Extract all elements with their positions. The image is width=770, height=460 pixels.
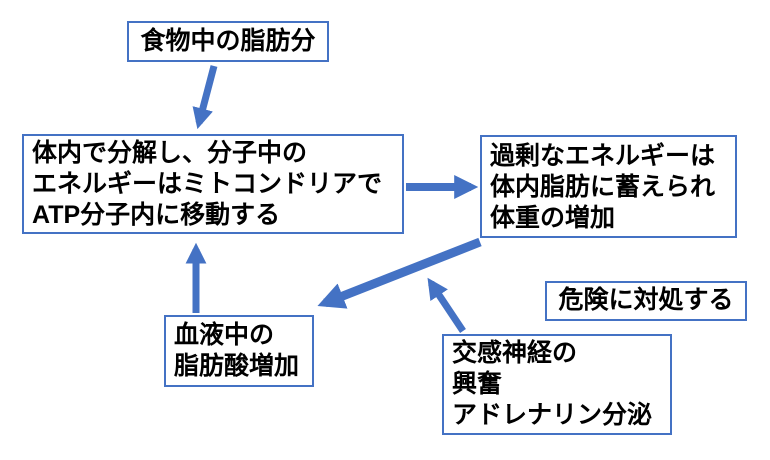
text-line: アドレナリン分泌: [452, 401, 653, 429]
text-line: ATP分子内に移動する: [32, 201, 281, 229]
node-breakdown-atp: 体内で分解し、分子中の エネルギーはミトコンドリアで ATP分子内に移動する: [22, 134, 404, 234]
node-sympathetic-nerve: 交感神経の 興奮 アドレナリン分泌: [442, 334, 672, 435]
text-line: 過剰なエネルギーは: [490, 142, 716, 170]
text-line: エネルギーはミトコンドリアで: [32, 170, 383, 198]
node-danger-response: 危険に対処する: [545, 281, 747, 321]
text-line: 興奮: [452, 370, 503, 398]
text-line: 体内脂肪に蓄えられ: [490, 173, 716, 201]
text-line: 体重の増加: [490, 204, 616, 232]
text-line: 血液中の: [174, 321, 275, 349]
text-line: 危険に対処する: [558, 286, 734, 314]
text-line: 体内で分解し、分子中の: [32, 139, 308, 167]
text-line: 交感神経の: [452, 339, 578, 367]
text-line: 脂肪酸増加: [174, 352, 300, 380]
text-line: 食物中の脂肪分: [140, 27, 316, 55]
node-food-fat: 食物中の脂肪分: [127, 21, 329, 62]
node-blood-fatty-acid: 血液中の 脂肪酸増加: [164, 315, 314, 387]
arrow-sympathetic-to-excess-blood-edge: [427, 277, 466, 333]
node-excess-energy: 過剰なエネルギーは 体内脂肪に蓄えられ 体重の増加: [480, 135, 737, 238]
arrow-excess-to-blood: [317, 237, 482, 309]
arrow-food-to-breakdown: [192, 65, 218, 130]
